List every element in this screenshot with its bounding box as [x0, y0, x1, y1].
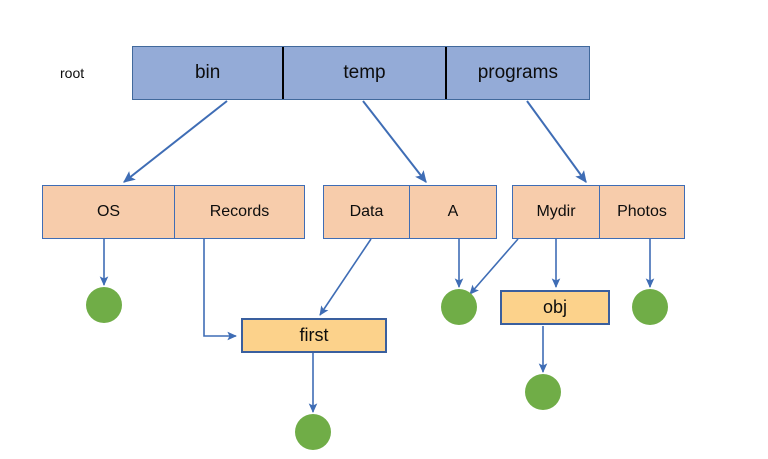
root-row: bin temp programs: [132, 46, 590, 100]
node-records[interactable]: Records: [209, 203, 270, 220]
root-label: root: [60, 65, 85, 81]
node-obj[interactable]: obj: [500, 290, 610, 325]
leaf-node-os[interactable]: [86, 287, 122, 323]
edge-temp-a: [362, 100, 427, 183]
node-photos[interactable]: Photos: [617, 203, 667, 220]
dir-group-programs-children: Mydir Photos: [512, 185, 685, 239]
node-mydir[interactable]: Mydir: [513, 186, 600, 238]
edge-data-first: [319, 238, 372, 316]
node-temp[interactable]: temp: [284, 47, 447, 99]
node-first[interactable]: first: [241, 318, 387, 353]
leaf-node-obj[interactable]: [525, 374, 561, 410]
leaf-node-photos[interactable]: [632, 289, 668, 325]
edge-records-first: [203, 239, 237, 341]
node-programs[interactable]: programs: [477, 62, 558, 83]
dir-group-temp-children: Data A: [323, 185, 497, 239]
dir-group-bin-children: OS Records: [42, 185, 305, 239]
leaf-node-first[interactable]: [295, 414, 331, 450]
edge-programs-mydir: [526, 100, 587, 183]
node-a[interactable]: A: [447, 203, 459, 220]
edge-mydir-leafa: [469, 238, 519, 295]
node-bin[interactable]: bin: [133, 47, 285, 99]
node-data[interactable]: Data: [324, 186, 410, 238]
leaf-node-a[interactable]: [441, 289, 477, 325]
edge-bin-os: [123, 100, 228, 183]
node-os[interactable]: OS: [43, 186, 175, 238]
